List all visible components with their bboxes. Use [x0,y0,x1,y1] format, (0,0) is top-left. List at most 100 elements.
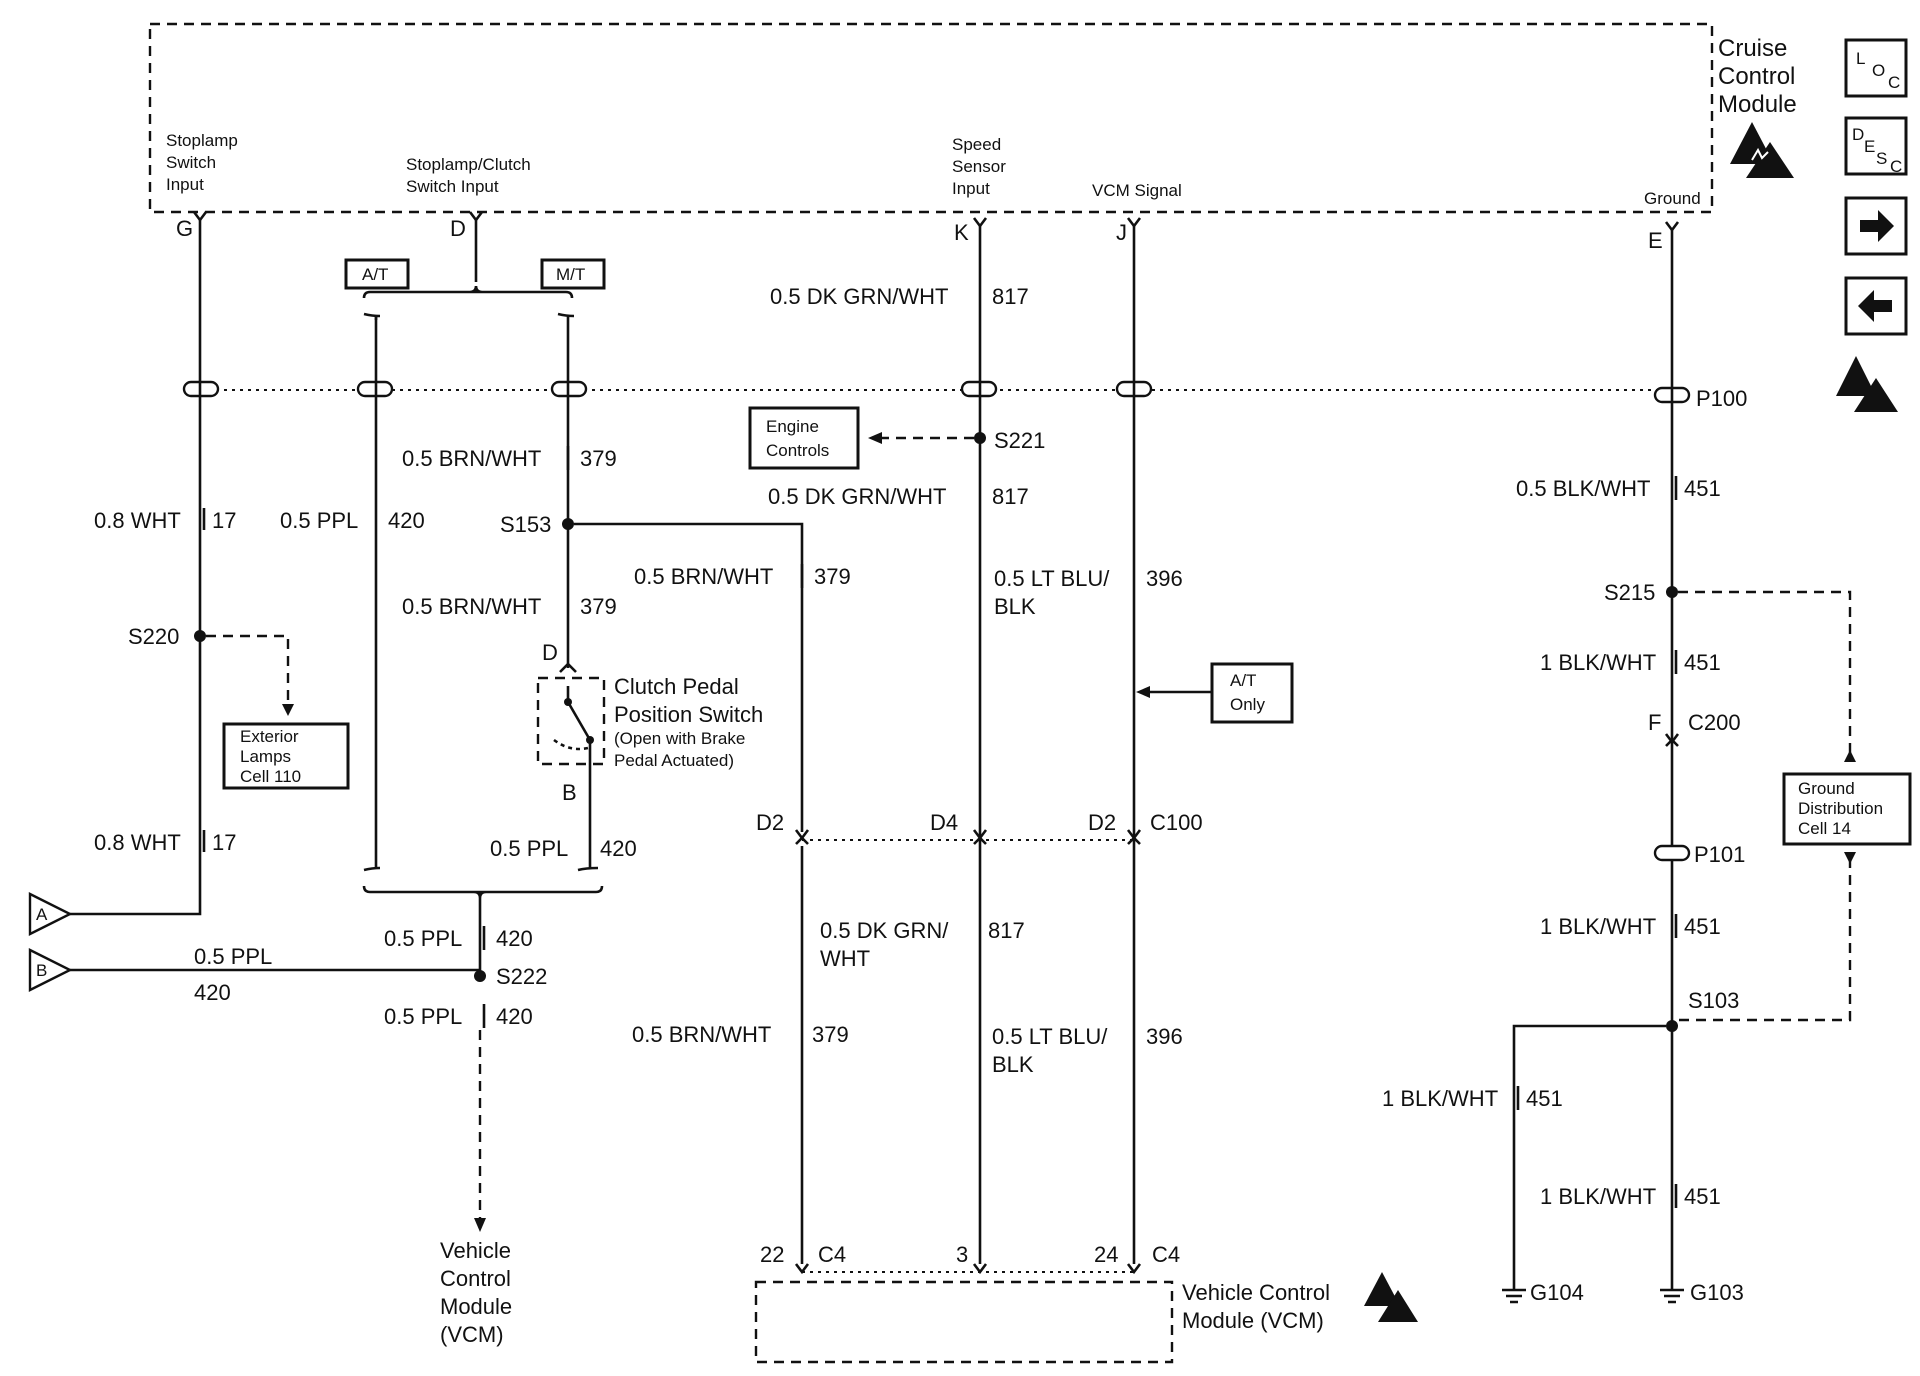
exterior-lamps-label-2: Lamps [240,747,291,766]
wire-451a-circuit: 451 [1684,476,1721,501]
wire-379b-gauge: 0.5 BRN/WHT [402,594,541,619]
wire-17a-circuit: 17 [212,508,236,533]
pin-e: E [1648,228,1663,253]
pin-chevrons [192,211,1680,233]
wire-379d-circuit: 379 [812,1022,849,1047]
wire-379-mt [557,312,575,668]
wire-451c-gauge: 1 BLK/WHT [1540,914,1656,939]
arrow-up-icon [1844,750,1856,762]
c4-pin-3: 3 [956,1242,968,1267]
wire-817c-circuit: 817 [988,918,1025,943]
description-nav-button[interactable]: D E S C [1844,116,1908,176]
off-page-flag-a: A [28,892,73,936]
c4-pin-24: 24 [1094,1242,1118,1267]
splice-s103 [1666,1020,1678,1032]
cruise-module-label-3: Module [1718,91,1797,118]
splice-s221 [974,432,986,444]
location-nav-button[interactable]: L O C [1844,38,1908,98]
wire-396a-gauge-1: 0.5 LT BLU/ [994,566,1110,591]
loc-letter-o: O [1872,61,1885,80]
c100-label: C100 [1150,810,1203,835]
speed-terminal-label-2: Sensor [952,157,1006,176]
c4-label-a: C4 [818,1242,846,1267]
cruise-module-label-1: Cruise [1718,35,1787,62]
wire-451-dividers [1516,476,1678,1208]
wire-420c-gauge: 0.5 PPL [384,926,462,951]
p100-label: P100 [1696,386,1747,411]
p101-connector-mark [1653,844,1691,862]
flag-b-label: B [36,961,47,980]
desc-letter-s: S [1876,149,1887,168]
wire-451a-gauge: 0.5 BLK/WHT [1516,476,1650,501]
ground-distribution-label-2: Distribution [1798,799,1883,818]
wire-451b-circuit: 451 [1684,650,1721,675]
wire-379b-circuit: 379 [580,594,617,619]
s220-to-exterior-lamps [206,634,290,708]
engine-controls-label-1: Engine [766,417,819,436]
off-page-flag-b: B [28,948,73,992]
esd-warning-icon-3[interactable] [1836,356,1898,412]
ground-distribution-link [1678,590,1852,1022]
stoplamp-terminal-label-2: Switch [166,153,216,172]
clutch-switch-label-4: Pedal Actuated) [614,751,734,770]
c4-connector-marks [794,1263,1142,1275]
wire-379a-gauge: 0.5 BRN/WHT [402,446,541,471]
exterior-lamps-box [222,722,350,790]
wire-451d-circuit: 451 [1526,1086,1563,1111]
engine-controls-box [748,406,860,470]
wire-451b-gauge: 1 BLK/WHT [1540,650,1656,675]
wire-420a-circuit: 420 [388,508,425,533]
ground-distribution-box [1782,772,1912,846]
wire-396a-gauge-2: BLK [994,594,1036,619]
engine-controls-label-2: Controls [766,441,829,460]
wire-817c-gauge-1: 0.5 DK GRN/ [820,918,949,943]
wire-817b-circuit: 817 [992,484,1029,509]
wire-420-clutch [577,788,599,872]
arrow-left-icon-2 [1136,686,1150,698]
vcm-left-label-4: (VCM) [440,1322,504,1347]
wire-17b-circuit: 17 [212,830,236,855]
pin-d: D [450,216,466,241]
wire-817a-circuit: 817 [992,284,1029,309]
wire-451c-circuit: 451 [1684,914,1721,939]
pin-k: K [954,220,969,245]
vcm-left-label-2: Control [440,1266,511,1291]
c4-pin-22: 22 [760,1242,784,1267]
at-only-box [1210,662,1294,724]
wire-17a-gauge: 0.8 WHT [94,508,181,533]
c200-connector-mark [1664,733,1680,747]
mt-option-box [540,258,606,290]
at-option-box [344,258,410,290]
stoplamp-terminal-label-3: Input [166,175,204,194]
stoplamp-terminal-label-1: Stoplamp [166,131,238,150]
c100-pin-d2a: D2 [756,810,784,835]
splice-s220 [194,630,206,642]
desc-letter-e: E [1864,137,1875,156]
vcm-left-label-3: Module [440,1294,512,1319]
clutch-pin-d: D [542,640,558,665]
wire-817b-gauge: 0.5 DK GRN/WHT [768,484,946,509]
wire-396b-circuit: 396 [1146,1024,1183,1049]
wire-379c-circuit: 379 [814,564,851,589]
clutch-terminal-label-2: Switch Input [406,177,499,196]
splice-s153-label: S153 [500,512,551,537]
desc-letter-c: C [1890,157,1902,176]
cruise-module-boundary [148,22,1714,214]
vcm-bottom-boundary [754,1280,1174,1364]
clutch-switch-label-3: (Open with Brake [614,729,745,748]
wire-379-s153-branch [574,522,804,832]
c100-pin-d4: D4 [930,810,958,835]
arrow-down-icon-3 [1844,852,1856,864]
splice-s215-label: S215 [1604,580,1655,605]
next-page-arrow-icon[interactable] [1844,196,1908,256]
previous-page-arrow-icon[interactable] [1844,276,1908,336]
arrow-down-icon-2 [474,1218,486,1232]
c100-connector-marks [794,829,1142,845]
wire-817a-gauge: 0.5 DK GRN/WHT [770,284,948,309]
splice-s220-label: S220 [128,624,179,649]
wire-451e-circuit: 451 [1684,1184,1721,1209]
wire-379d-gauge: 0.5 BRN/WHT [632,1022,771,1047]
wire-420-at [363,312,381,872]
c4-label-c: C4 [1152,1242,1180,1267]
p101-label: P101 [1694,842,1745,867]
